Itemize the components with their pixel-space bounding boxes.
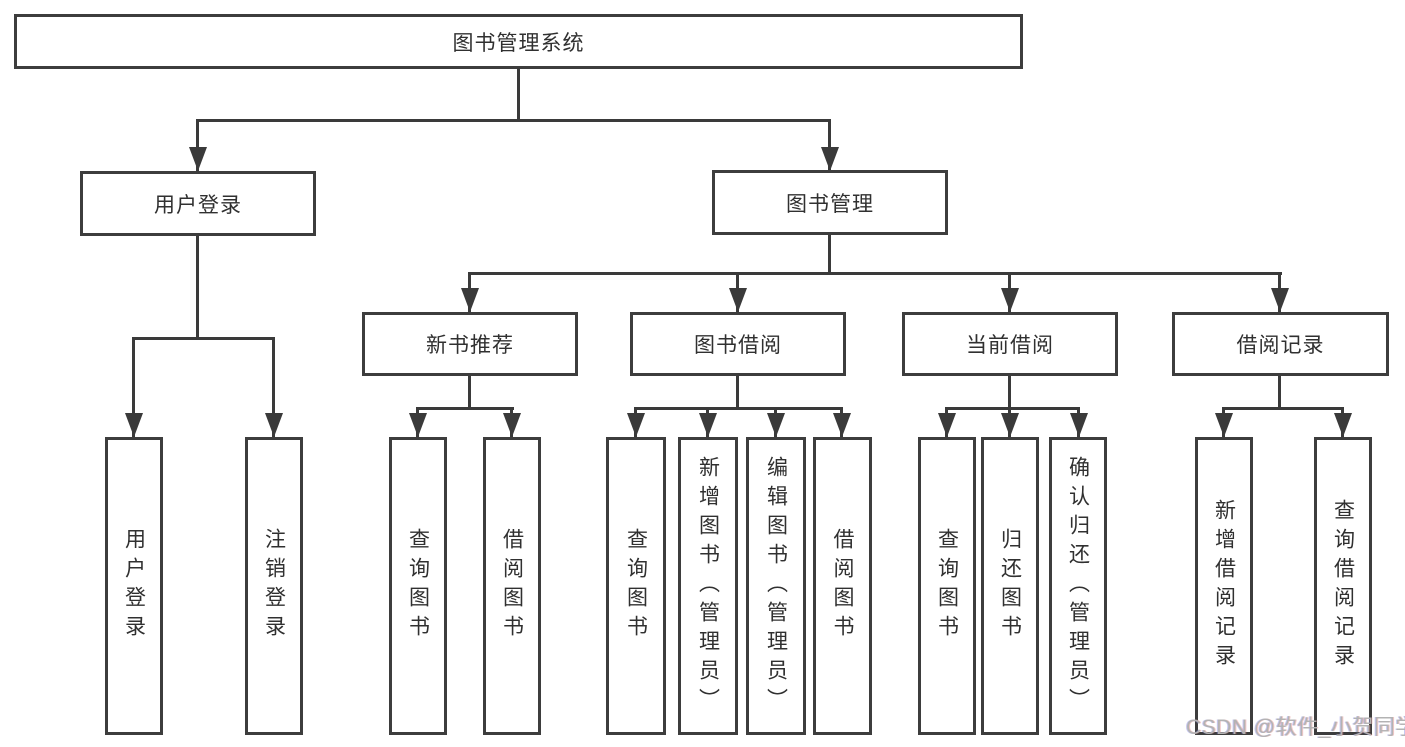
arrowhead-new-books xyxy=(461,288,479,312)
edge-borrow-records-stem xyxy=(1278,376,1281,410)
edge-user-login-rail xyxy=(132,337,275,340)
leaf-query-borrow-record: 查询借阅记录 xyxy=(1314,437,1372,735)
node-new-books: 新书推荐 xyxy=(362,312,578,376)
node-current-borrow: 当前借阅 xyxy=(902,312,1118,376)
edge-root-stem xyxy=(517,68,520,122)
arrowhead-query-books-2 xyxy=(627,413,645,437)
edge-drop-leaf-user-login xyxy=(132,337,135,437)
watermark-text: CSDN @软件_小贺同学 xyxy=(1186,716,1405,739)
edge-drop-leaf-logout xyxy=(272,337,275,437)
node-root-system: 图书管理系统 xyxy=(14,14,1023,69)
leaf-borrow-books: 借阅图书 xyxy=(813,437,872,735)
edge-drop-book-management xyxy=(828,119,831,171)
node-book-borrow: 图书借阅 xyxy=(630,312,846,376)
edge-user-login-stem xyxy=(196,236,199,340)
edge-root-rail xyxy=(196,119,830,122)
leaf-add-books-admin: 新增图书（管理员） xyxy=(678,437,738,735)
node-book-management: 图书管理 xyxy=(712,170,948,235)
leaf-edit-books-admin: 编辑图书（管理员） xyxy=(746,437,806,735)
arrowhead-book-management xyxy=(821,147,839,171)
arrowhead-query-books-1 xyxy=(409,413,427,437)
edge-book-borrow-stem xyxy=(736,376,739,410)
edge-book-management-rail xyxy=(468,272,1282,275)
leaf-query-books-recommend: 查询图书 xyxy=(389,437,447,735)
edge-drop-user-login xyxy=(196,119,199,171)
arrowhead-add-record xyxy=(1215,413,1233,437)
edge-new-books-rail xyxy=(416,407,514,410)
edge-borrow-records-rail xyxy=(1222,407,1344,410)
edge-book-borrow-rail xyxy=(634,407,842,410)
leaf-confirm-return-admin: 确认归还（管理员） xyxy=(1049,437,1107,735)
leaf-query-books-borrow: 查询图书 xyxy=(606,437,666,735)
arrowhead-query-record xyxy=(1334,413,1352,437)
arrowhead-confirm-return xyxy=(1070,413,1088,437)
edge-current-borrow-rail xyxy=(945,407,1080,410)
arrowhead-user-login xyxy=(189,147,207,171)
arrowhead-current-borrow xyxy=(1001,288,1019,312)
leaf-return-books: 归还图书 xyxy=(981,437,1039,735)
node-borrow-records: 借阅记录 xyxy=(1172,312,1389,376)
arrowhead-leaf-logout xyxy=(265,413,283,437)
arrowhead-borrow-books-1 xyxy=(503,413,521,437)
arrowhead-borrow-records xyxy=(1271,288,1289,312)
arrowhead-leaf-user-login xyxy=(125,413,143,437)
arrowhead-borrow-books-2 xyxy=(833,413,851,437)
arrowhead-book-borrow xyxy=(729,288,747,312)
arrowhead-return-books xyxy=(1001,413,1019,437)
node-user-login: 用户登录 xyxy=(80,171,316,236)
edge-book-management-stem xyxy=(828,235,831,275)
arrowhead-add-books xyxy=(699,413,717,437)
leaf-user-login: 用户登录 xyxy=(105,437,163,735)
edge-new-books-stem xyxy=(468,376,471,410)
leaf-add-borrow-record: 新增借阅记录 xyxy=(1195,437,1253,735)
leaf-logout: 注销登录 xyxy=(245,437,303,735)
arrowhead-edit-books xyxy=(767,413,785,437)
arrowhead-query-books-3 xyxy=(938,413,956,437)
edge-current-borrow-stem xyxy=(1008,376,1011,410)
leaf-borrow-books-recommend: 借阅图书 xyxy=(483,437,541,735)
leaf-query-books-current: 查询图书 xyxy=(918,437,976,735)
